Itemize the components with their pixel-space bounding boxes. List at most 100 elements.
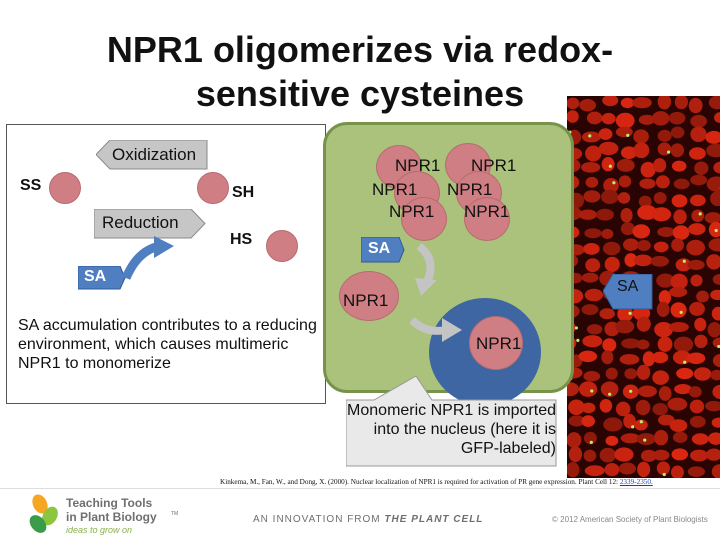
micrograph-cell [600, 448, 616, 463]
micrograph-cell [602, 96, 618, 106]
sa-label-right: SA [617, 278, 638, 296]
micrograph-cell [582, 335, 602, 347]
npr1-oligomer-label: NPR1 [464, 202, 509, 222]
micrograph-cell [567, 110, 579, 122]
gfp-spot [629, 390, 632, 393]
micrograph-cell [615, 320, 634, 334]
micrograph-cell [654, 430, 668, 445]
micrograph-cell [689, 386, 702, 397]
micrograph-cell [713, 162, 720, 174]
micrograph-cell [712, 418, 720, 428]
micrograph-cell [658, 337, 673, 352]
micrograph-cell [603, 242, 620, 256]
micrograph-cell [689, 98, 703, 113]
npr1-oligomer-label: NPR1 [471, 156, 516, 176]
micrograph-cell [652, 403, 667, 415]
ss-label: SS [20, 177, 41, 195]
innovation-text: AN INNOVATION FROM THE PLANT CELL [253, 514, 483, 525]
npr1-reduced-circle-top [197, 172, 229, 204]
micrograph-cell [583, 371, 600, 381]
micrograph-cell [587, 324, 602, 334]
micrograph-cell [651, 256, 669, 267]
micrograph-cell [654, 242, 669, 253]
reduction-label: Reduction [102, 213, 179, 233]
micrograph-cell [599, 128, 613, 140]
micrograph-cell [671, 302, 687, 317]
micrograph-cell [671, 126, 684, 138]
gfp-spot [608, 393, 611, 396]
micrograph-cell [705, 131, 720, 144]
gfp-spot [588, 134, 591, 137]
micrograph-cell [708, 432, 720, 444]
logo-line1: Teaching Tools [66, 496, 152, 510]
micrograph-cell [581, 162, 600, 173]
micrograph-cell [692, 433, 709, 444]
gfp-spot [680, 311, 683, 314]
micrograph-cell [585, 465, 605, 476]
micrograph-cell [654, 192, 667, 204]
micrograph-cell [616, 127, 633, 138]
micrograph-cell [709, 96, 720, 109]
micrograph-cell [673, 209, 686, 224]
gfp-spot [683, 260, 686, 263]
innovation-prefix: AN INNOVATION FROM [253, 514, 384, 525]
micrograph-cell [713, 274, 720, 285]
micrograph-cell [600, 399, 613, 413]
micrograph-cell [632, 224, 650, 238]
micrograph-cell [652, 370, 669, 385]
npr1-oxidized-circle [49, 172, 81, 204]
micrograph-cell [706, 449, 720, 461]
sa-curved-arrow [120, 236, 180, 286]
citation-link[interactable]: 2339-2350. [620, 478, 653, 486]
gfp-spot [631, 425, 634, 428]
npr1-monomer-label: NPR1 [343, 291, 388, 311]
micrograph-cell [634, 255, 652, 267]
micrograph-cell [579, 99, 596, 111]
micrograph-cell [567, 382, 579, 396]
micrograph-cell [637, 462, 650, 478]
import-arrow [410, 312, 465, 344]
gfp-spot [663, 473, 666, 476]
micrograph-cell [633, 129, 649, 143]
micrograph-cell [690, 115, 707, 128]
micrograph-cell [694, 318, 706, 331]
micrograph-cell [652, 352, 668, 364]
oxidization-label: Oxidization [112, 145, 196, 165]
micrograph-cell [581, 415, 595, 427]
micrograph-cell [673, 225, 690, 240]
micrograph-cell [672, 161, 687, 172]
micrograph-cell [579, 381, 597, 397]
micrograph-cell [705, 212, 720, 223]
gfp-spot [629, 312, 632, 315]
micrograph-cell [659, 386, 672, 401]
micrograph-cell [637, 365, 650, 380]
micrograph-cell [579, 351, 598, 362]
citation-text: Kinkema, M., Fan, W., and Dong, X. (2000… [220, 478, 620, 486]
micrograph-cell [605, 257, 620, 272]
gfp-spot [667, 151, 670, 154]
micrograph-cell [637, 339, 650, 349]
micrograph-cell [672, 194, 688, 207]
micrograph-cell [690, 127, 706, 142]
micrograph-cell [637, 317, 651, 332]
micrograph-cell [602, 113, 616, 124]
micrograph-cell [657, 461, 670, 475]
micrograph-cell [676, 368, 693, 379]
micrograph-cell [617, 159, 635, 172]
micrograph-cell [585, 258, 600, 272]
micrograph-cell [579, 210, 597, 220]
gfp-spot [683, 361, 686, 364]
gfp-spot [590, 441, 593, 444]
micrograph-cell [602, 338, 616, 352]
micrograph-cell [707, 176, 720, 191]
micrograph-cell [581, 304, 598, 315]
micrograph-cell [601, 229, 613, 239]
micrograph-cell [689, 147, 706, 159]
micrograph-cell [632, 97, 652, 108]
gfp-spot [699, 212, 702, 215]
micrograph-cell [585, 289, 603, 302]
logo-tm: TM [171, 511, 178, 517]
micrograph-cell [636, 400, 651, 415]
gfp-spot [640, 420, 643, 423]
micrograph-cell [601, 350, 613, 364]
